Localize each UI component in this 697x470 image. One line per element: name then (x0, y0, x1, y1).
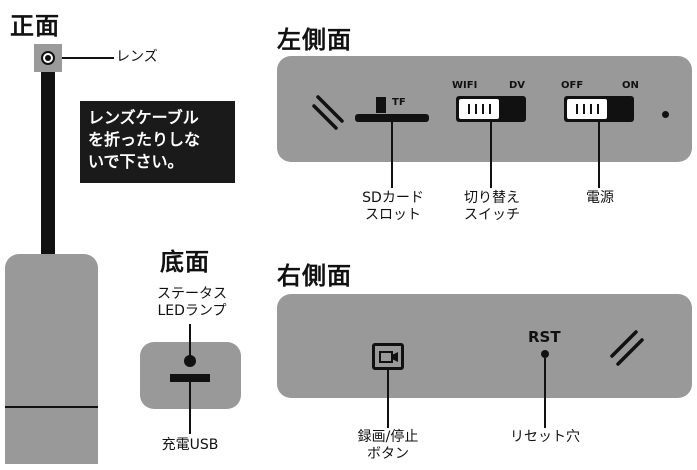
warning-line-2: を折ったりしな (88, 130, 201, 149)
lens-center (45, 55, 51, 61)
record-stop-label-line-1: 録画/停止 (357, 429, 419, 445)
warning-line-3: いで下さい。 (88, 152, 184, 171)
mode-switch-label: 切り替え スイッチ (447, 190, 537, 224)
cable-warning-box: レンズケーブル を折ったりしな いで下さい。 (80, 101, 235, 183)
sd-leader-line (391, 122, 393, 188)
mode-switch-leader-line (490, 122, 492, 188)
camera-body (5, 254, 98, 464)
knob-ridge (597, 104, 599, 114)
status-led (184, 355, 196, 367)
mode-switch-right-label: DV (509, 80, 526, 91)
knob-ridge (468, 104, 470, 114)
lens-leader-line (62, 57, 114, 59)
status-led-label: ステータス LEDランプ (137, 286, 247, 320)
knob-ridge (590, 104, 592, 114)
mode-switch-left-label: WIFI (452, 80, 478, 91)
status-led-label-line-1: ステータス (157, 286, 227, 302)
mode-switch[interactable] (456, 96, 526, 122)
reset-label: リセット穴 (510, 429, 580, 445)
grip-lines-right-icon (610, 330, 644, 366)
mode-switch-label-line-2: スイッチ (464, 207, 520, 223)
reset-hole[interactable] (541, 350, 549, 358)
status-led-leader-line (189, 324, 191, 356)
sd-card-tab (376, 97, 386, 113)
right-side-title: 右側面 (277, 262, 352, 290)
sd-card-label-line-2: スロット (365, 207, 421, 223)
knob-ridge (489, 104, 491, 114)
grip-lines-icon (312, 95, 344, 130)
mode-switch-label-line-1: 切り替え (464, 190, 520, 206)
power-switch[interactable] (564, 96, 634, 122)
knob-ridge (576, 104, 578, 114)
bottom-title: 底面 (160, 248, 210, 276)
camera-body-seam (5, 406, 98, 408)
tf-label: TF (392, 97, 406, 108)
record-stop-button[interactable] (372, 343, 404, 370)
lens-cable (41, 72, 55, 258)
power-label: 電源 (586, 190, 614, 206)
lens-housing (34, 44, 62, 72)
sd-card-slot[interactable] (355, 114, 429, 122)
camera-icon (379, 351, 398, 363)
record-stop-label: 録画/停止 ボタン (343, 429, 433, 463)
usb-port (170, 374, 210, 382)
warning-line-1: レンズケーブル (88, 108, 199, 127)
power-switch-left-label: OFF (561, 80, 584, 91)
knob-ridge (583, 104, 585, 114)
record-leader-line (387, 370, 389, 428)
power-switch-knob (567, 99, 607, 119)
reset-leader-line (544, 358, 546, 428)
record-stop-label-line-2: ボタン (367, 446, 409, 462)
usb-leader-line (189, 382, 191, 434)
lens-label: レンズ (116, 49, 158, 65)
rst-label: RST (528, 328, 561, 346)
left-side-title: 左側面 (277, 26, 352, 54)
knob-ridge (475, 104, 477, 114)
mode-switch-knob (459, 99, 499, 119)
knob-ridge (482, 104, 484, 114)
usb-label: 充電USB (161, 437, 219, 453)
front-title: 正面 (10, 12, 60, 40)
power-switch-right-label: ON (622, 80, 639, 91)
sd-card-label: SDカード スロット (348, 190, 438, 224)
power-switch-leader-line (598, 122, 600, 188)
indicator-dot (662, 111, 669, 118)
status-led-label-line-2: LEDランプ (157, 303, 227, 319)
sd-card-label-line-1: SDカード (362, 190, 424, 206)
